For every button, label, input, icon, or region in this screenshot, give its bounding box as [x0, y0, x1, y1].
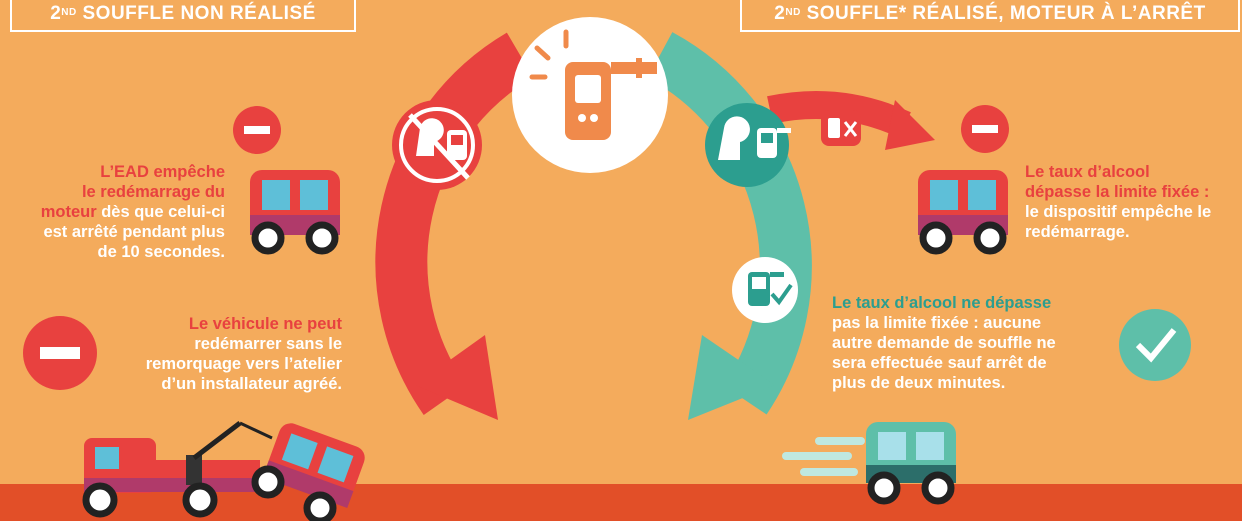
header-left-post: SOUFFLE NON RÉALISÉ — [77, 3, 316, 25]
header-left-sup: ND — [61, 7, 76, 18]
ead-line-4: est arrêté pendant plus — [40, 222, 225, 242]
header-left-pre: 2 — [50, 3, 61, 25]
tow-truck-icon — [84, 420, 368, 521]
over-line-3: le dispositif empêche le — [1025, 202, 1242, 222]
under-line-2: pas la limite fixée : aucune — [832, 313, 1097, 333]
teal-arrow-arc — [660, 55, 786, 400]
tow-line-3: remorquage vers l’atelier — [120, 354, 342, 374]
under-line-4: sera effectuée sauf arrêt de — [832, 353, 1097, 373]
tow-line-2: redémarrer sans le — [120, 334, 342, 354]
car-icon — [782, 422, 956, 501]
over-limit-description: Le taux d’alcool dépasse la limite fixée… — [1025, 162, 1242, 242]
under-line-1: Le taux d’alcool ne dépasse — [832, 293, 1097, 313]
breathalyzer-x-icon — [821, 110, 861, 146]
over-line-2: dépasse la limite fixée : — [1025, 182, 1242, 202]
tow-line-1: Le véhicule ne peut — [120, 314, 342, 334]
header-right-pre: 2 — [774, 3, 785, 25]
tow-description: Le véhicule ne peut redémarrer sans le r… — [120, 314, 342, 394]
no-breath-icon — [392, 100, 482, 190]
ead-description: L’EAD empêche le redémarrage du moteur d… — [40, 162, 225, 262]
minus-icon — [961, 105, 1009, 153]
car-icon — [250, 170, 340, 251]
ead-line-3-bold: moteur — [41, 203, 97, 221]
car-icon — [918, 170, 1008, 251]
ead-line-1: L’EAD empêche — [40, 162, 225, 182]
ead-line-2: le redémarrage du — [40, 182, 225, 202]
under-line-5: plus de deux minutes. — [832, 373, 1097, 393]
header-right-sup: ND — [785, 7, 800, 18]
ead-line-3-rest: dès que celui-ci — [97, 203, 225, 221]
over-line-4: redémarrage. — [1025, 222, 1242, 242]
header-right-post: SOUFFLE* RÉALISÉ, MOTEUR À L’ARRÊT — [801, 3, 1206, 25]
check-icon — [1119, 309, 1191, 381]
breathalyzer-check-icon — [732, 257, 798, 323]
ead-line-5: de 10 secondes. — [40, 242, 225, 262]
under-line-3: autre demande de souffle ne — [832, 333, 1097, 353]
minus-icon — [23, 316, 97, 390]
over-line-1: Le taux d’alcool — [1025, 162, 1242, 182]
minus-icon — [233, 106, 281, 154]
tow-line-4: d’un installateur agréé. — [120, 374, 342, 394]
under-limit-description: Le taux d’alcool ne dépasse pas la limit… — [832, 293, 1097, 393]
